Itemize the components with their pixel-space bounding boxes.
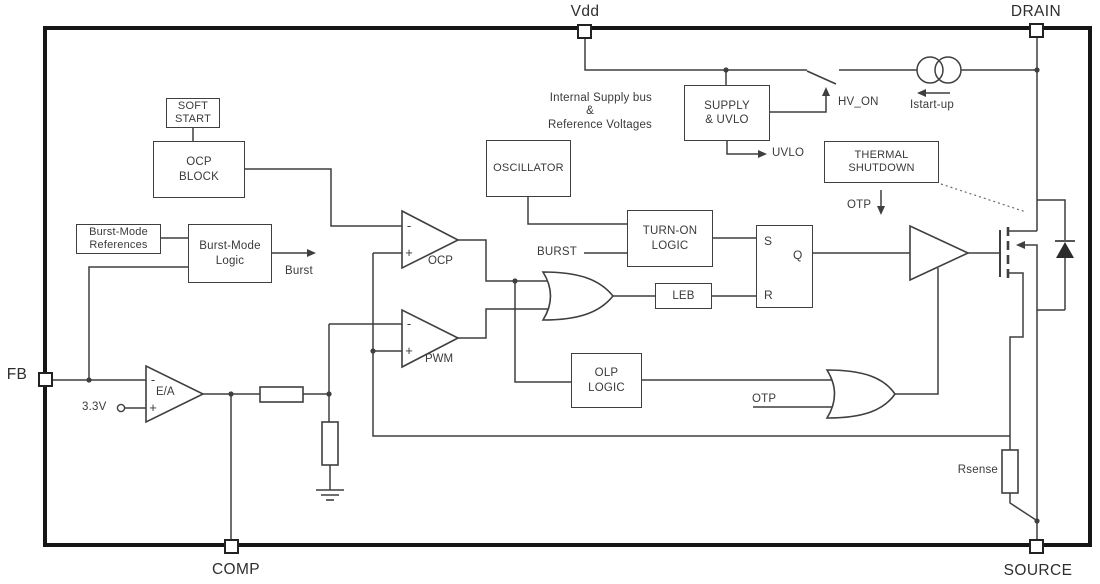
ocp-plus-input: + (405, 245, 413, 260)
latch-output-label: Q (793, 248, 803, 262)
reference-voltage-label: 3.3V (82, 401, 107, 413)
block-oscillator: OSCILLATOR (486, 140, 571, 197)
ocp-comparator-triangle (401, 209, 460, 270)
pin-label-drain: DRAIN (1010, 3, 1062, 20)
error-amp-label: E/A (156, 386, 175, 398)
ea-plus-input: + (149, 400, 157, 415)
pwm-plus-input: + (405, 343, 413, 358)
pin-source (1029, 539, 1044, 554)
pwm-comparator-label: PWM (425, 353, 454, 365)
supply-bus-label-line3: Reference Voltages (548, 119, 652, 131)
block-thermal-shutdown: THERMAL SHUTDOWN (824, 141, 939, 183)
block-burst-mode-references: Burst-Mode References (76, 224, 161, 254)
hv-on-label: HV_ON (838, 96, 879, 108)
uvlo-arrow (758, 150, 767, 158)
block-leb: LEB (655, 283, 712, 309)
body-diode (1055, 240, 1075, 258)
pwm-comparator-triangle (401, 308, 460, 369)
burst-input-label: BURST (537, 246, 577, 258)
error-amp-triangle (145, 364, 205, 424)
latch-reset-label: R (764, 288, 773, 302)
burst-output-arrow (307, 249, 316, 257)
block-olp-logic: OLP LOGIC (571, 353, 642, 408)
gate-driver-triangle (909, 224, 970, 282)
pin-comp (224, 539, 239, 554)
junction-dots (86, 67, 1040, 524)
block-soft-start: SOFT START (166, 98, 220, 128)
ea-minus-input: - (150, 372, 156, 387)
thermal-dotted-link (940, 183, 1027, 213)
istartup-label: Istart-up (910, 99, 954, 111)
block-turn-on-logic: TURN-ON LOGIC (627, 210, 713, 267)
startup-current-source (916, 56, 962, 84)
or-gate-olp-otp (825, 369, 896, 419)
chip-outline (43, 26, 1092, 547)
latch-set-label: S (764, 234, 773, 248)
power-mosfet (999, 227, 1010, 278)
arrowheads (307, 87, 1025, 257)
hv-on-arrow (822, 87, 830, 96)
otp-thermal-label: OTP (847, 199, 872, 211)
istartup-arrow (917, 89, 926, 97)
supply-bus-label-line2: & (586, 105, 594, 117)
resistor-shunt (321, 421, 339, 466)
sr-latch: S Q R (756, 225, 813, 308)
wires (53, 38, 1066, 540)
burst-output-label: Burst (285, 265, 313, 277)
block-supply-uvlo: SUPPLY & UVLO (684, 85, 770, 141)
resistor-rsense (1001, 449, 1019, 494)
pwm-minus-input: - (406, 316, 412, 331)
resistor-series (259, 386, 304, 403)
block-ocp: OCP BLOCK (153, 141, 245, 198)
pin-label-vdd: Vdd (570, 3, 600, 20)
ocp-comparator-label: OCP (428, 255, 453, 267)
pin-fb (38, 372, 53, 387)
otp-down-arrow (877, 206, 885, 215)
otp-or-input-label: OTP (752, 393, 777, 405)
uvlo-label: UVLO (772, 147, 805, 159)
pin-vdd (577, 24, 592, 39)
reference-terminal-circle (116, 403, 126, 413)
rsense-label: Rsense (957, 464, 998, 476)
pin-label-comp: COMP (211, 561, 261, 578)
ocp-minus-input: - (406, 218, 412, 233)
pin-drain (1029, 23, 1044, 38)
or-gate-ocp-pwm (541, 271, 615, 321)
ground-symbol (316, 489, 344, 501)
block-burst-mode-logic: Burst-Mode Logic (188, 224, 272, 283)
pin-label-source: SOURCE (1003, 562, 1073, 579)
hv-on-switch (806, 70, 837, 85)
supply-bus-label-line1: Internal Supply bus (549, 92, 652, 104)
pin-label-fb: FB (6, 366, 28, 383)
mosfet-body-arrow (1016, 241, 1025, 249)
